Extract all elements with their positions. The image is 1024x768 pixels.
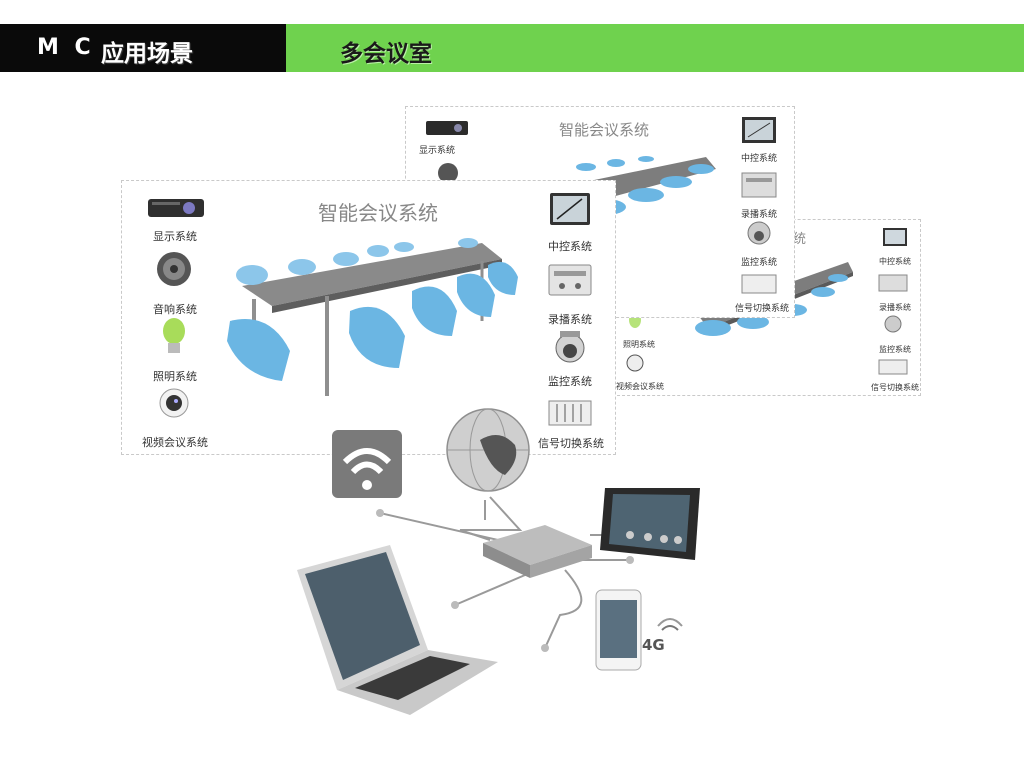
smartphone <box>595 589 642 671</box>
back-left-label-2: 视频会议系统 <box>616 382 664 391</box>
conference-table-illustration <box>148 193 592 426</box>
4g-badge-icon <box>657 618 683 631</box>
panel-title: 智能会议系统 <box>318 201 438 225</box>
back-right-label-3: 监控系统 <box>879 345 911 354</box>
projector-icon <box>148 199 204 217</box>
front-right-label-4: 信号切换系统 <box>538 437 604 450</box>
dome-camera-icon <box>555 331 585 363</box>
light-bulb-icon <box>163 318 185 353</box>
meeting-room-panel-front: 智能会议系统 显示系统 音响系统 照明系统 <box>121 180 616 455</box>
speaker-icon <box>157 252 191 286</box>
touch-panel-icon <box>550 193 590 225</box>
front-left-label-2: 音响系统 <box>153 303 197 316</box>
4g-label: 4G <box>642 636 665 654</box>
front-right-label-3: 监控系统 <box>548 375 592 388</box>
icon-touch-panel-small <box>883 228 907 246</box>
panel-title: 统 <box>793 232 807 247</box>
front-left-label-4: 视频会议系统 <box>142 436 208 449</box>
header-dark-section: M C 应用场景 <box>0 24 286 72</box>
back-right-label-2: 录播系统 <box>879 303 911 312</box>
middle-left-label-1: 显示系统 <box>419 146 456 156</box>
header-accent-section: 多会议室 <box>286 24 1024 72</box>
back-right-label-1: 中控系统 <box>879 257 911 266</box>
webcam-icon <box>159 388 189 418</box>
brand-mark: M C <box>37 35 95 60</box>
front-left-label-3: 照明系统 <box>153 370 197 383</box>
globe-icon <box>446 408 530 492</box>
front-left-label-1: 显示系统 <box>153 230 197 243</box>
middle-right-label-1: 中控系统 <box>741 154 778 164</box>
back-left-label-1: 照明系统 <box>623 340 655 349</box>
laptop <box>297 545 498 715</box>
section-title: 应用场景 <box>101 41 193 67</box>
recorder-icon <box>548 264 592 296</box>
panel-title: 智能会议系统 <box>559 121 650 139</box>
middle-right-label-3: 监控系统 <box>741 258 778 268</box>
page-title: 多会议室 <box>340 41 432 67</box>
front-right-label-1: 中控系统 <box>548 240 592 253</box>
wifi-icon <box>332 430 402 498</box>
front-right-label-2: 录播系统 <box>548 313 592 326</box>
middle-right-label-2: 录播系统 <box>741 210 778 220</box>
mixer-icon <box>548 400 592 426</box>
header-bar: M C 应用场景 多会议室 <box>0 24 1024 72</box>
tablet <box>600 488 700 560</box>
middle-right-label-4: 信号切换系统 <box>735 304 790 314</box>
controller-box <box>483 525 592 578</box>
back-right-label-4: 信号切换系统 <box>871 383 919 392</box>
